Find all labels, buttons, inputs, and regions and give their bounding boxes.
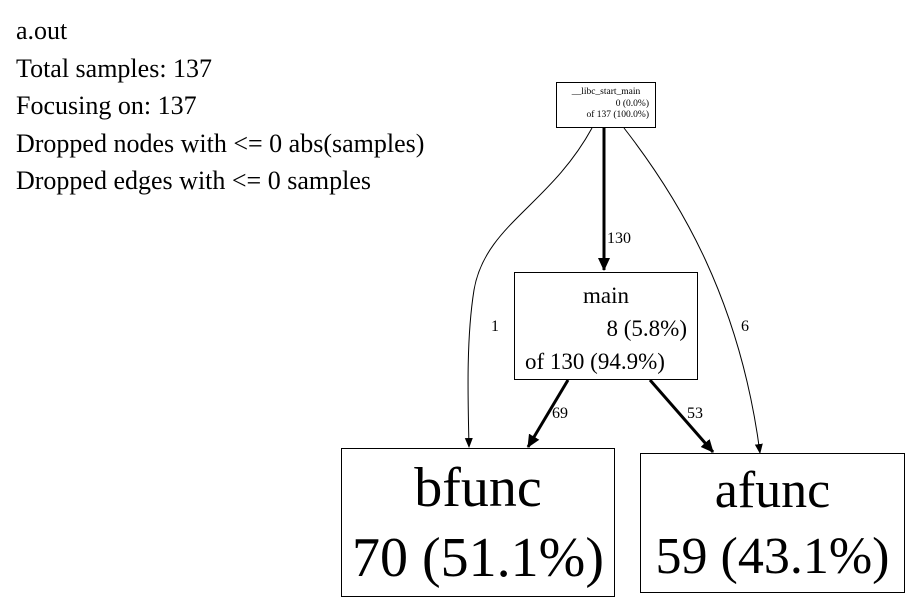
edge-label-main-afunc: 53 <box>687 405 703 422</box>
node-main-name: main <box>583 283 629 308</box>
edge-label-libc-main: 130 <box>607 230 631 247</box>
node-main: main 8 (5.8%) of 130 (94.9%) <box>514 272 698 380</box>
node-bfunc-self: 70 (51.1%) <box>352 527 604 589</box>
edge-main-to-bfunc <box>526 379 570 448</box>
node-afunc-self: 59 (43.1%) <box>655 528 890 585</box>
node-bfunc: bfunc 70 (51.1%) <box>341 448 615 597</box>
edge-label-libc-afunc: 6 <box>741 318 749 335</box>
node-libc-start-main: __libc_start_main 0 (0.0%) of 137 (100.0… <box>556 82 656 128</box>
focusing-on-text: Focusing on: 137 <box>16 91 197 120</box>
node-libc-name: __libc_start_main <box>571 87 641 97</box>
node-libc-self: 0 (0.0%) <box>615 98 649 109</box>
total-samples-text: Total samples: 137 <box>16 53 213 83</box>
edge-libc-to-afunc <box>623 127 763 454</box>
node-libc-cum: of 137 (100.0%) <box>586 110 649 120</box>
profile-summary: a.out Total samples: 137 Focusing on: 13… <box>16 12 424 200</box>
node-afunc-name: afunc <box>714 462 831 519</box>
edge-label-main-bfunc: 69 <box>552 405 568 422</box>
node-main-self: 8 (5.8%) <box>606 316 687 341</box>
dropped-edges-text: Dropped edges with <= 0 samples <box>16 166 371 195</box>
profile-binary-name: a.out <box>16 16 68 45</box>
edge-main-to-afunc <box>648 379 715 453</box>
node-main-cum: of 130 (94.9%) <box>525 349 665 374</box>
node-afunc: afunc 59 (43.1%) <box>640 453 905 593</box>
edge-libc-to-bfunc <box>464 127 593 448</box>
dropped-nodes-text: Dropped nodes with <= 0 abs(samples) <box>16 128 425 158</box>
edge-label-libc-bfunc: 1 <box>491 318 499 335</box>
node-bfunc-name: bfunc <box>414 457 542 519</box>
